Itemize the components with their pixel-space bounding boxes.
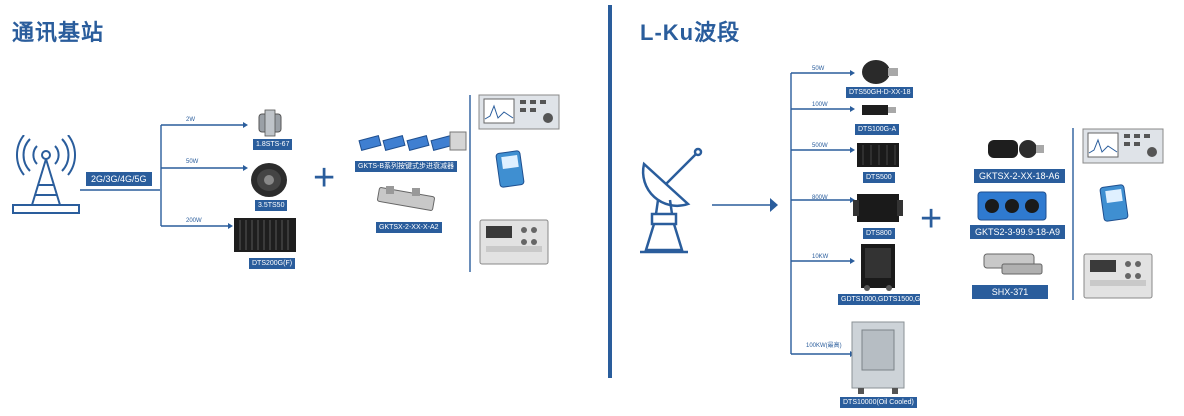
plus-icon: +: [920, 198, 943, 240]
right-power-100kw: 100KW(最高): [806, 343, 842, 349]
gktsx-attenuator-icon: [988, 140, 1044, 158]
right-section-title: L-Ku波段: [640, 20, 741, 45]
left-power-200w: 200W: [186, 218, 202, 224]
gdts-load-icon: [861, 244, 895, 291]
product-dts500: DTS500: [863, 172, 895, 183]
signal-generator-icon: [1083, 253, 1153, 299]
product-gktsx-2-xx-x-a2: GKTSX-2-XX-X-A2: [376, 222, 442, 233]
product-shx-371: SHX-371: [972, 285, 1048, 299]
step-attenuator-series-icon: [358, 131, 467, 152]
product-gktsx-2-xx-18-a6: GKTSX-2-XX-18-A6: [974, 169, 1065, 183]
right-power-10kw: 10KW: [812, 254, 829, 260]
right-power-50w: 50W: [812, 66, 825, 72]
cylindrical-load-icon: [251, 163, 287, 197]
dts800-load-icon: [853, 194, 903, 222]
right-power-800w: 800W: [812, 195, 828, 201]
spectrum-analyzer-icon: [478, 94, 560, 130]
product-dts100g-a: DTS100G-A: [855, 124, 900, 135]
band-label: 2G/3G/4G/5G: [86, 172, 152, 186]
coaxial-load-50w-icon: [862, 60, 898, 84]
product-3-5ts50: 3.5TS50: [255, 200, 288, 211]
cell-tower-icon: [12, 135, 80, 214]
gkts2-attenuator-icon: [977, 191, 1047, 221]
signal-generator-icon: [479, 219, 549, 265]
product-dts10000-oil-cooled: DTS10000(Oil Cooled): [840, 397, 917, 408]
left-power-2w: 2W: [186, 117, 195, 123]
heatsink-load-icon: [234, 218, 296, 252]
handheld-analyzer-icon: [495, 150, 525, 188]
plus-icon: +: [313, 157, 336, 199]
coaxial-load-100w-icon: [862, 105, 896, 115]
left-section-title: 通讯基站: [12, 20, 105, 45]
left-power-50w: 50W: [186, 159, 199, 165]
product-gkts-b-series: GKTS-B系列按键式步进衰减器: [355, 161, 458, 172]
right-power-500w: 500W: [812, 143, 828, 149]
oil-cooled-load-icon: [851, 321, 905, 394]
product-gkts2-3-99-9-18-a9: GKTS2-3-99.9-18-A9: [970, 225, 1066, 239]
handheld-analyzer-icon: [1099, 184, 1129, 222]
attenuator-connector-icon: [258, 109, 282, 137]
rotary-attenuator-icon: [377, 186, 435, 211]
product-dts50gh-d-xx-18: DTS50GH-D-XX-18: [846, 87, 914, 98]
product-1-8sts-67: 1.8STS-67: [253, 139, 293, 150]
product-dts200g-f: DTS200G(F): [249, 258, 296, 269]
satellite-dish-icon: [640, 147, 703, 254]
right-power-100w: 100W: [812, 102, 828, 108]
dts500-load-icon: [857, 143, 899, 167]
spectrum-analyzer-icon: [1082, 128, 1164, 164]
product-dts800: DTS800: [863, 228, 895, 239]
shx-371-icon: [983, 253, 1043, 275]
product-gdts-series: GDTS1000,GDTS1500,GDTS2000,GDTS3000: [838, 294, 987, 305]
